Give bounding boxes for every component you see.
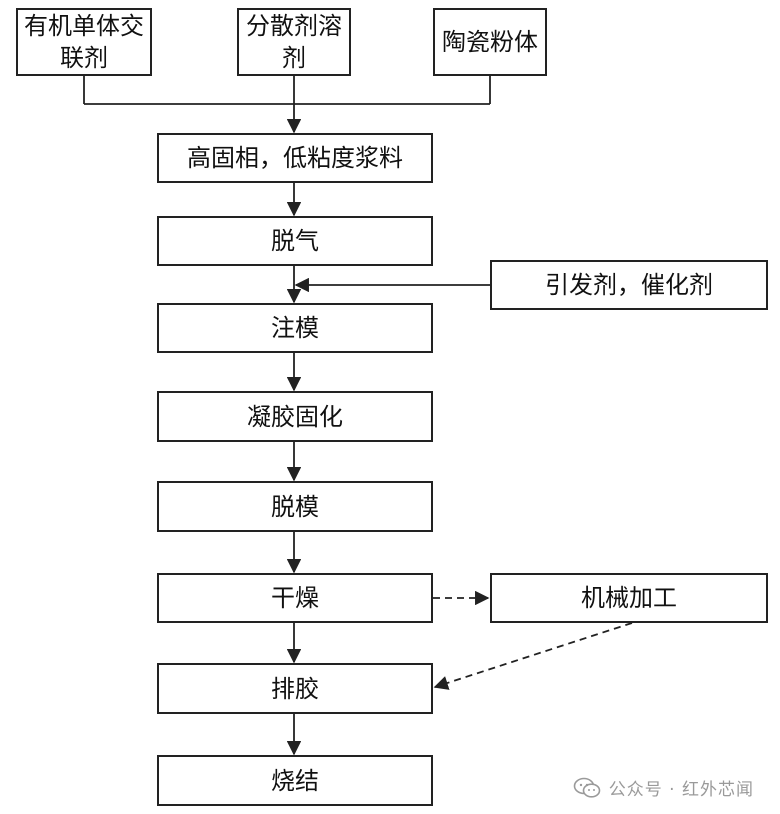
input-organic-monomer-label: 有机单体交联剂 — [24, 12, 144, 72]
step-gelation-label: 凝胶固化 — [247, 402, 343, 431]
step-degas-label: 脱气 — [271, 227, 319, 255]
step-injection-molding: 注模 — [157, 303, 433, 353]
step-slurry: 高固相，低粘度浆料 — [157, 133, 433, 183]
step-demold: 脱模 — [157, 481, 433, 532]
watermark: 公众号 · 红外芯闻 — [573, 775, 754, 800]
step-demold-label: 脱模 — [271, 492, 319, 521]
dashed-arrow-to-debinding — [433, 622, 633, 690]
input-dispersant-label: 分散剂溶剂 — [246, 12, 342, 72]
input-dispersant-solvent: 分散剂溶剂 — [237, 8, 351, 76]
step-debinding-label: 排胶 — [271, 674, 319, 703]
wechat-icon — [573, 777, 601, 798]
step-drying-label: 干燥 — [271, 584, 319, 612]
step-sintering: 烧结 — [157, 755, 433, 806]
side-initiator-catalyst: 引发剂，催化剂 — [490, 260, 768, 310]
side-machining-label: 机械加工 — [581, 584, 677, 612]
input-ceramic-powder-label: 陶瓷粉体 — [442, 28, 538, 56]
step-debinding: 排胶 — [157, 663, 433, 714]
step-drying: 干燥 — [157, 573, 433, 623]
step-slurry-label: 高固相，低粘度浆料 — [187, 144, 403, 172]
watermark-text: 公众号 · 红外芯闻 — [608, 780, 754, 800]
step-sintering-label: 烧结 — [271, 766, 319, 795]
input-ceramic-powder: 陶瓷粉体 — [433, 8, 547, 76]
step-injection-label: 注模 — [271, 314, 319, 342]
input-organic-monomer-crosslinker: 有机单体交联剂 — [16, 8, 152, 76]
step-degas: 脱气 — [157, 216, 433, 266]
side-initiator-label: 引发剂，催化剂 — [545, 271, 713, 299]
side-machining: 机械加工 — [490, 573, 768, 623]
step-gel-curing: 凝胶固化 — [157, 391, 433, 442]
